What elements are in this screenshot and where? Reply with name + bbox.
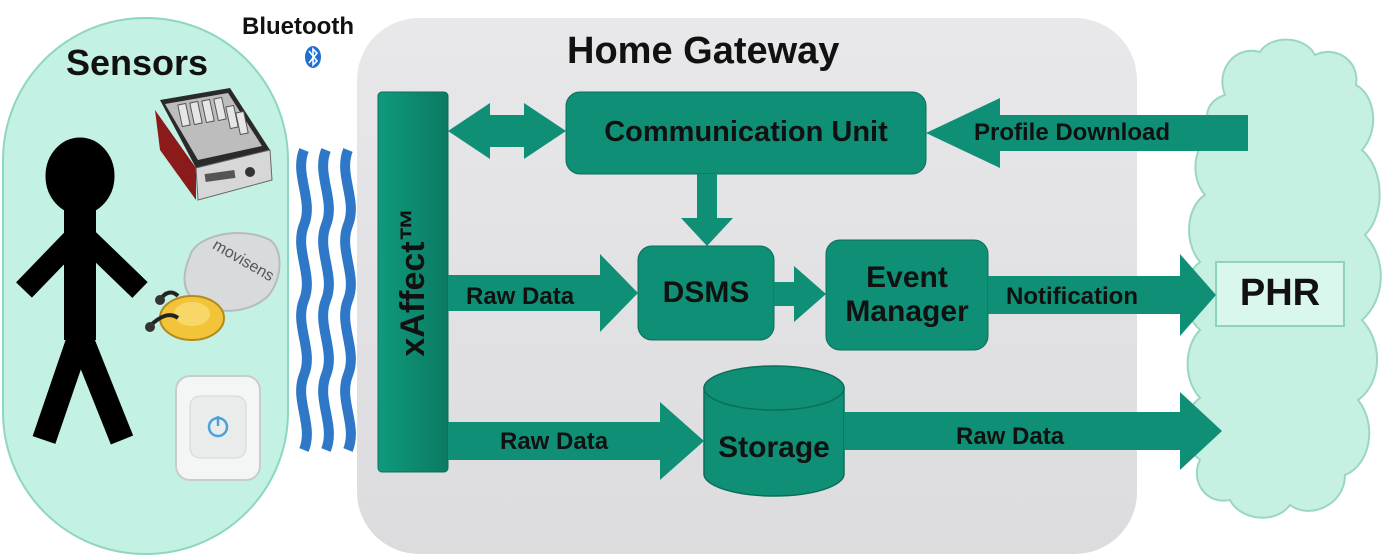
- raw-data-dsms-label: Raw Data: [466, 283, 575, 310]
- person-icon: [16, 137, 148, 445]
- storage-cylinder: [703, 365, 845, 497]
- raw-data-cloud-label: Raw Data: [956, 423, 1065, 450]
- comm-to-dsms-arrow: [681, 174, 733, 246]
- xaffect-label: xAffect™: [394, 207, 432, 357]
- event-manager-label: Event Manager: [826, 240, 988, 350]
- bidirectional-arrow: [448, 103, 566, 159]
- profile-download-label: Profile Download: [974, 119, 1171, 146]
- data-logger-device-icon: [155, 88, 273, 201]
- profile-download-arrow: [926, 98, 1248, 168]
- bluetooth-icon: [305, 46, 321, 68]
- event-manager-line2: Manager: [845, 295, 969, 328]
- bluetooth-label: Bluetooth: [242, 13, 354, 40]
- dsms-to-event-arrow: [774, 266, 826, 322]
- phr-label: PHR: [1239, 272, 1321, 315]
- phr-box: [1215, 261, 1345, 327]
- event-manager-line1: Event: [866, 260, 948, 294]
- storage-label: Storage: [718, 430, 830, 464]
- notification-arrow: [988, 254, 1216, 336]
- raw-data-to-cloud-arrow: [844, 392, 1222, 470]
- home-gateway-title: Home Gateway: [567, 30, 840, 72]
- bluetooth-waves: [296, 148, 356, 452]
- raw-data-to-dsms-arrow: [448, 254, 638, 332]
- movisens-sensor-icon: movisens: [145, 232, 281, 341]
- raw-data-storage-label: Raw Data: [500, 428, 609, 455]
- raw-data-to-storage-arrow: [448, 402, 704, 480]
- communication-unit-label: Communication Unit: [604, 116, 888, 149]
- sensors-title: Sensors: [66, 42, 209, 83]
- dsms-label: DSMS: [662, 275, 750, 309]
- notification-label: Notification: [1006, 283, 1138, 310]
- white-sensor-device-icon: [175, 375, 261, 481]
